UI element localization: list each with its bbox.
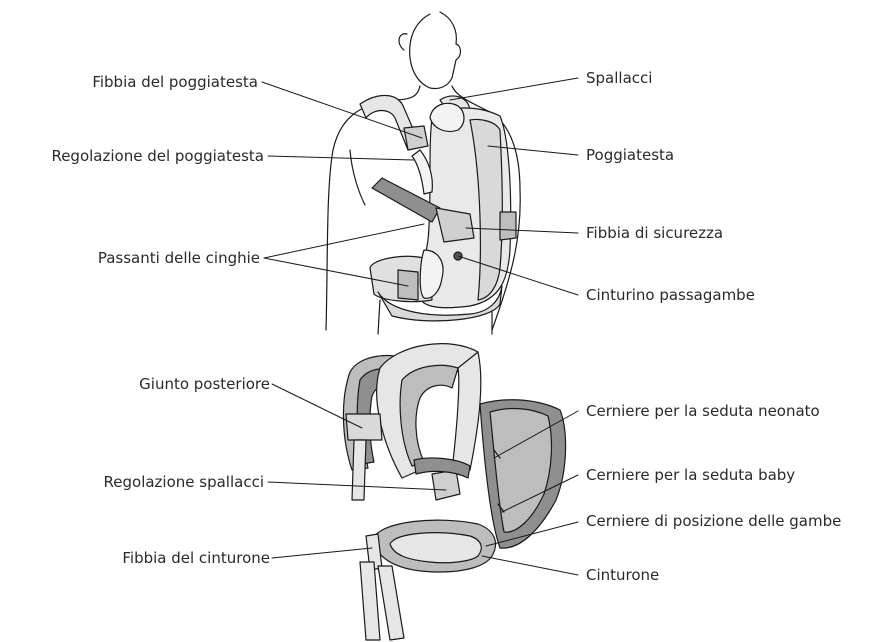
hanging-strap-right	[378, 566, 404, 640]
side-strap	[500, 212, 516, 240]
back-joint-shape	[346, 414, 382, 440]
label-back-joint: Giunto posteriore	[139, 375, 270, 393]
shoulder-adjust-shape	[432, 470, 460, 500]
leader-strap-loops-a	[264, 224, 424, 258]
baby-arm	[412, 150, 432, 194]
hanging-strap-left	[360, 562, 380, 640]
label-strap-loops: Passanti delle cinghie	[98, 249, 260, 267]
person-lower-left	[378, 300, 380, 334]
back-joint-strap-tail	[352, 440, 366, 500]
person-wearing-carrier	[326, 12, 520, 334]
label-newborn-seat-zippers: Cerniere per la seduta neonato	[586, 402, 820, 420]
label-head-support-buckle: Fibbia del poggiatesta	[92, 73, 258, 91]
label-leg-strap: Cinturino passagambe	[586, 286, 755, 304]
label-shoulder-adjust: Regolazione spallacci	[104, 473, 264, 491]
label-waist-belt: Cinturone	[586, 566, 659, 584]
leader-waist-belt	[482, 556, 578, 575]
person-head	[410, 12, 461, 89]
leader-shoulder-straps	[450, 78, 578, 100]
front-shoulder-strap-inner	[400, 365, 458, 466]
label-head-support-adjust: Regolazione del poggiatesta	[51, 147, 264, 165]
label-baby-seat-zippers: Cerniere per la seduta baby	[586, 466, 795, 484]
label-leg-position-zippers: Cerniere di posizione delle gambe	[586, 512, 841, 530]
label-safety-buckle: Fibbia di sicurezza	[586, 224, 723, 242]
label-head-support: Poggiatesta	[586, 146, 674, 164]
person-ear	[399, 34, 407, 50]
label-shoulder-straps: Spallacci	[586, 69, 652, 87]
head-support-adjust-shape	[404, 126, 428, 150]
label-waist-belt-buckle: Fibbia del cinturone	[122, 549, 270, 567]
leader-head-support-adjust	[268, 156, 414, 160]
carrier-detached	[343, 344, 565, 640]
leader-waist-belt-buckle	[272, 548, 372, 558]
